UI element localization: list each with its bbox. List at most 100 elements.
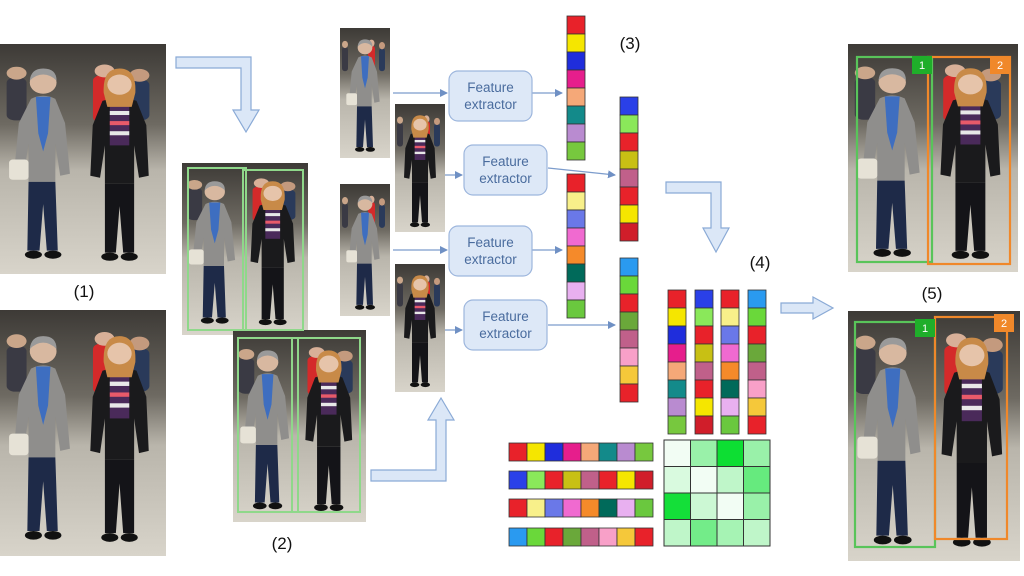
similarity-cell-r4-c2 <box>690 519 718 547</box>
matrix-row-vector-1-cell-5 <box>580 442 600 462</box>
track-box-frame-1-id-2 <box>926 55 1012 266</box>
matrix-column-vector-1-cell-4 <box>667 343 687 363</box>
feature-vector-3-cell-2 <box>566 191 586 211</box>
matrix-row-vector-3-cell-7 <box>616 498 636 518</box>
feature-extractor-2: Feature extractor <box>463 144 548 196</box>
matrix-row-vector-2-cell-2 <box>526 470 546 490</box>
matrix-row-vector-1-cell-6 <box>598 442 618 462</box>
feature-vector-1-cell-7 <box>566 123 586 143</box>
matrix-column-vector-2-cell-4 <box>694 343 714 363</box>
feature-vector-1 <box>566 15 586 161</box>
matrix-column-vector-3-cell-6 <box>720 379 740 399</box>
matrix-column-vector-3-cell-1 <box>720 289 740 309</box>
frame-1-photo <box>0 44 166 274</box>
matrix-row-vector-1-cell-1 <box>508 442 528 462</box>
similarity-cell-r1-c1 <box>663 439 691 467</box>
matrix-row-vector-2 <box>508 470 654 490</box>
similarity-cell-r1-c2 <box>690 439 718 467</box>
track-id-badge-frame-2-2-text: 2 <box>1001 318 1007 330</box>
matrix-column-vector-4-cell-1 <box>747 289 767 309</box>
step-label-2: (2) <box>271 534 293 553</box>
feature-vector-4-cell-8 <box>619 383 639 403</box>
feature-vector-2-cell-2 <box>619 114 639 134</box>
feature-extractor-2-label-line-1: Feature <box>482 154 529 169</box>
feature-vector-2 <box>619 96 639 242</box>
feature-vector-1-cell-4 <box>566 69 586 89</box>
matrix-column-vector-3-cell-4 <box>720 343 740 363</box>
matrix-column-vector-1-cell-2 <box>667 307 687 327</box>
matrix-column-vector-4-cell-7 <box>747 397 767 417</box>
matrix-column-vector-2-cell-1 <box>694 289 714 309</box>
matrix-row-vector-4 <box>508 527 654 547</box>
feature-extractor-3-label-line-1: Feature <box>467 235 514 250</box>
block-arrow-to-detection <box>175 56 261 134</box>
matrix-column-vector-2 <box>694 289 714 435</box>
detection-box-frame-1-person-1 <box>187 167 247 331</box>
feature-extractor-4-box <box>463 299 548 351</box>
detection-box-frame-2-person-2 <box>291 337 361 513</box>
feature-vector-2-cell-1 <box>619 96 639 116</box>
frame-2-detections-photo <box>233 330 366 522</box>
feature-vector-3-cell-1 <box>566 173 586 193</box>
feature-vector-4 <box>619 257 639 403</box>
feature-vector-3-cell-6 <box>566 263 586 283</box>
feature-vector-4-cell-4 <box>619 311 639 331</box>
matrix-row-vector-4-cell-2 <box>526 527 546 547</box>
matrix-row-vector-3-cell-1 <box>508 498 528 518</box>
feature-extractor-1-label-line-2: extractor <box>464 97 517 112</box>
similarity-matrix <box>663 439 771 547</box>
feature-vector-2-cell-6 <box>619 186 639 206</box>
similarity-cell-r4-c1 <box>663 519 691 547</box>
track-id-badge-frame-2-1 <box>915 319 935 337</box>
track-id-badge-frame-1-2 <box>990 56 1010 74</box>
track-id-badge-frame-1-1 <box>912 56 932 74</box>
feature-vector-1-cell-5 <box>566 87 586 107</box>
matrix-column-vector-2-cell-5 <box>694 361 714 381</box>
feature-vector-2-cell-3 <box>619 132 639 152</box>
matrix-row-vector-1-cell-4 <box>562 442 582 462</box>
matrix-column-vector-2-cell-3 <box>694 325 714 345</box>
matrix-row-vector-3-cell-6 <box>598 498 618 518</box>
feature-vector-4-cell-7 <box>619 365 639 385</box>
similarity-cell-r3-c4 <box>743 492 771 520</box>
feature-vector-1-cell-2 <box>566 33 586 53</box>
matrix-row-vector-2-cell-6 <box>598 470 618 490</box>
track-id-badge-frame-2-2 <box>994 314 1014 332</box>
matrix-row-vector-3-cell-2 <box>526 498 546 518</box>
similarity-cell-r3-c2 <box>690 492 718 520</box>
matrix-row-vector-3-cell-8 <box>634 498 654 518</box>
matrix-row-vector-2-cell-7 <box>616 470 636 490</box>
track-id-badge-frame-2-1-text: 1 <box>922 323 928 335</box>
matrix-row-vector-4-cell-1 <box>508 527 528 547</box>
matrix-column-vector-4-cell-5 <box>747 361 767 381</box>
feature-vector-3-cell-4 <box>566 227 586 247</box>
similarity-cell-r4-c4 <box>743 519 771 547</box>
matrix-column-vector-1-cell-7 <box>667 397 687 417</box>
track-box-frame-2-id-2 <box>933 315 1009 541</box>
matrix-row-vector-1-cell-2 <box>526 442 546 462</box>
feature-extractor-1-box <box>448 70 533 122</box>
matrix-row-vector-2-cell-5 <box>580 470 600 490</box>
matrix-row-vector-3 <box>508 498 654 518</box>
feature-vector-3-cell-3 <box>566 209 586 229</box>
matrix-row-vector-4-cell-8 <box>634 527 654 547</box>
matrix-row-vector-3-cell-3 <box>544 498 564 518</box>
block-arrow-to-output <box>780 295 835 321</box>
feature-vector-2-cell-5 <box>619 168 639 188</box>
crop-frame-2-person-2 <box>395 264 445 392</box>
feature-extractor-2-label-line-2: extractor <box>479 171 532 186</box>
matrix-column-vector-3-cell-3 <box>720 325 740 345</box>
detection-box-frame-1-person-2 <box>242 169 304 331</box>
matrix-row-vector-3-cell-5 <box>580 498 600 518</box>
step-label-4: (4) <box>749 253 771 272</box>
matrix-column-vector-4 <box>747 289 767 435</box>
matrix-column-vector-3-cell-5 <box>720 361 740 381</box>
crop-frame-2-person-1 <box>340 184 390 316</box>
matrix-row-vector-2-cell-4 <box>562 470 582 490</box>
feature-extractor-3-box <box>448 225 533 277</box>
